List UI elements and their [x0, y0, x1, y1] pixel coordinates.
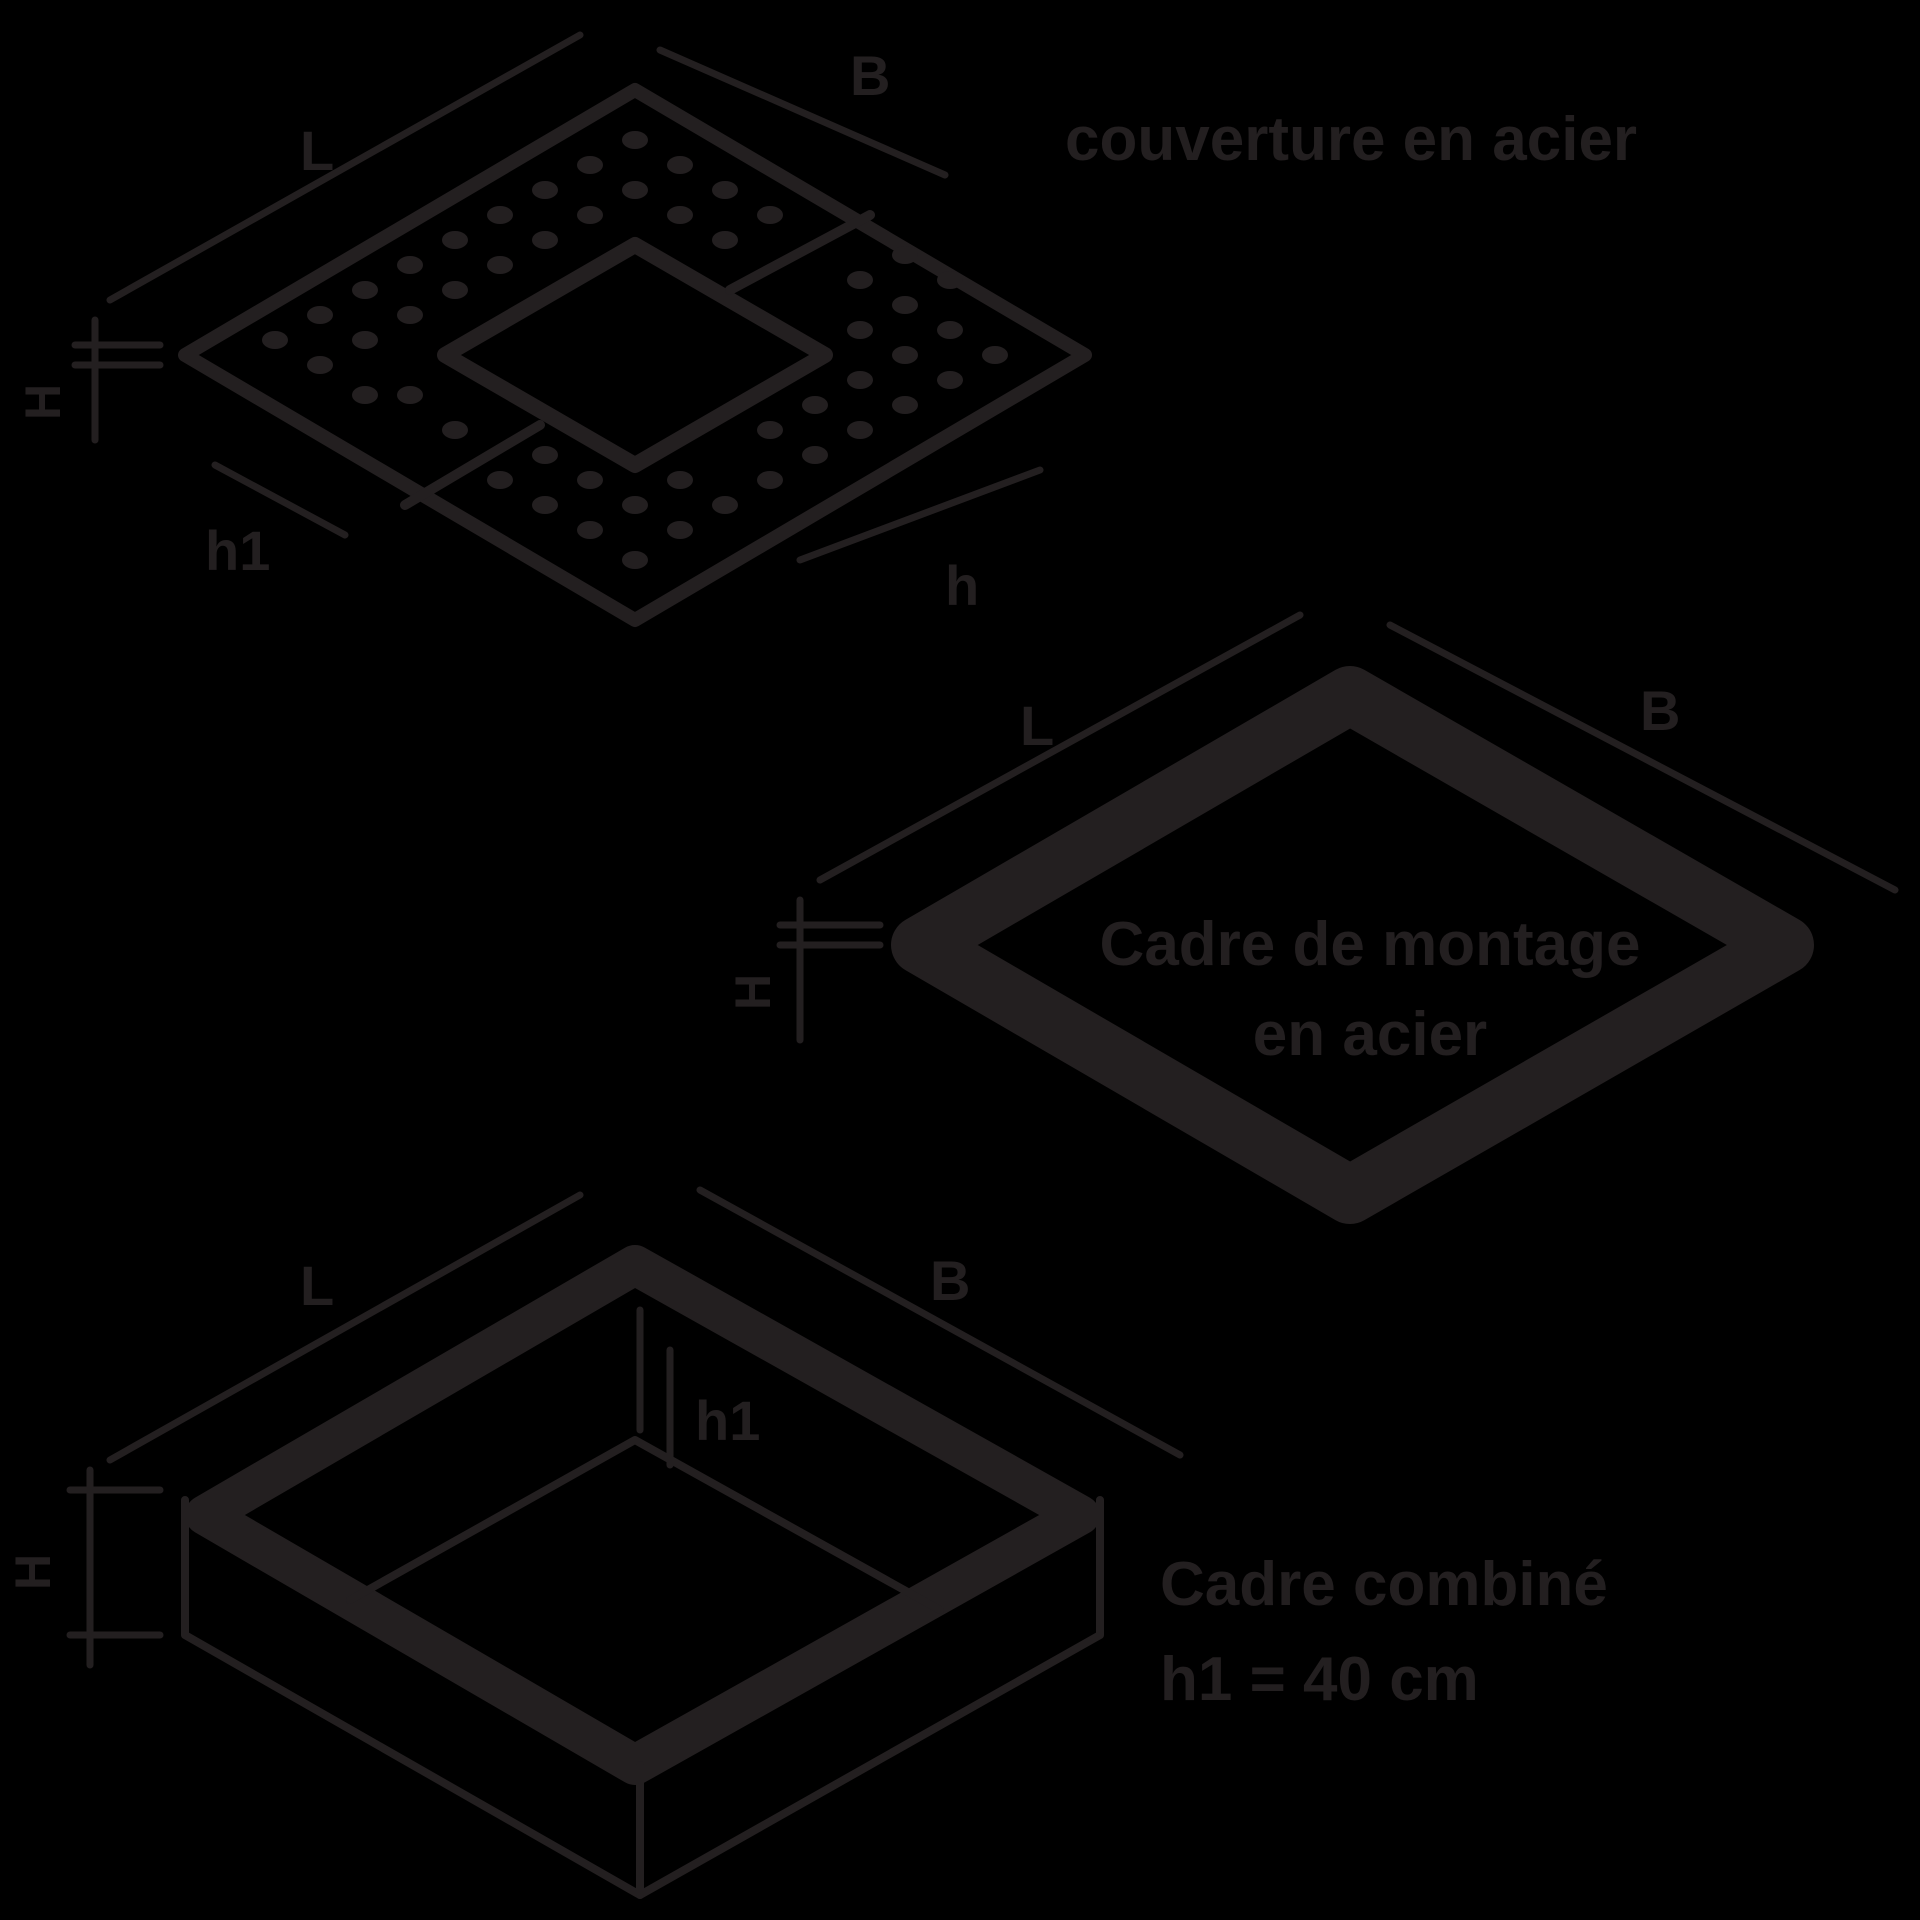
mounting-frame-dim-H: H	[725, 974, 781, 1010]
mounting-frame-dim-B: B	[1640, 679, 1680, 742]
cover-dim-L: L	[300, 119, 334, 182]
mounting-frame-diagram	[776, 611, 1899, 1224]
mounting-frame-title-line2: en acier	[1253, 1000, 1487, 1069]
cover-dim-h1: h1	[205, 519, 270, 582]
combined-frame-dim-B: B	[930, 1249, 970, 1312]
combined-frame-top-rim	[185, 1245, 1100, 1785]
cover-dim-B: B	[850, 44, 890, 107]
combined-frame-inner-ledge	[346, 1436, 944, 1614]
mounting-frame-outline	[891, 666, 1814, 1224]
cover-dim-H: H	[15, 384, 71, 420]
combined-frame-diagram	[66, 1186, 1184, 1899]
mounting-frame-title-line1: Cadre de montage	[1100, 910, 1641, 979]
cover-title: couverture en acier	[1065, 105, 1637, 174]
combined-frame-dim-h1: h1	[695, 1389, 760, 1452]
cover-perforation-dots	[262, 131, 1008, 569]
cover-dim-h: h	[945, 554, 979, 617]
combined-frame-dim-H: H	[5, 1554, 61, 1590]
combined-frame-title-line1: Cadre combiné	[1160, 1550, 1608, 1619]
cover-inner-opening	[437, 237, 833, 473]
mounting-frame-dim-L: L	[1020, 694, 1054, 757]
cover-diagram	[71, 31, 1092, 627]
combined-frame-dim-L: L	[300, 1254, 334, 1317]
cover-outline	[178, 83, 1092, 627]
combined-frame-title-line2: h1 = 40 cm	[1160, 1645, 1479, 1714]
